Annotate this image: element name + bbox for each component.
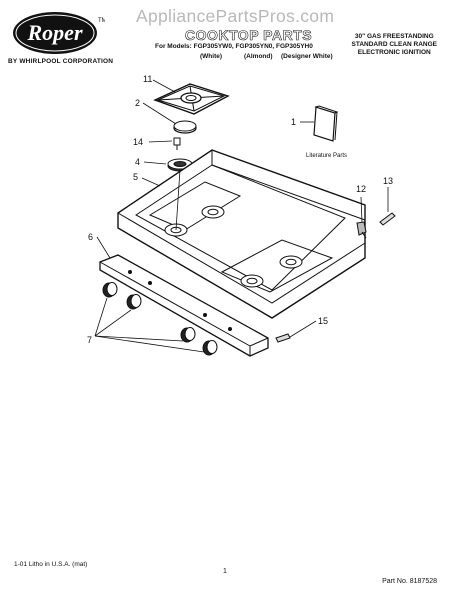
callout-4: 4 <box>135 157 140 167</box>
page-number: 1 <box>223 568 227 575</box>
callout-2: 2 <box>135 98 140 108</box>
description-line-2: STANDARD CLEAN RANGE <box>351 41 437 48</box>
burner-cap-top <box>173 120 197 132</box>
callout-11: 11 <box>143 74 152 84</box>
callout-5: 5 <box>133 172 138 182</box>
brand-name: Roper <box>27 20 83 45</box>
variant-almond: (Almond) <box>244 53 273 60</box>
burner-head <box>167 158 193 172</box>
callout-15: 15 <box>318 316 328 326</box>
callout-1: 1 <box>291 117 296 127</box>
models-line: For Models: FGP305YW0, FGP305YN0, FGP305… <box>155 43 313 50</box>
brand-subtitle: BY WHIRLPOOL CORPORATION <box>8 58 114 65</box>
manifold-panel <box>99 254 269 357</box>
site-watermark: AppliancePartsPros.com <box>136 6 335 26</box>
callout-13: 13 <box>383 176 393 186</box>
panel-fastener <box>275 333 291 343</box>
control-knob <box>180 327 196 343</box>
callout-6: 6 <box>88 232 93 242</box>
roper-logo: Roper TM <box>10 10 107 56</box>
literature-parts-label: Literature Parts <box>306 153 347 159</box>
spark-electrode <box>356 196 367 239</box>
callout-14: 14 <box>133 137 143 147</box>
callout-12: 12 <box>356 184 366 194</box>
control-knob <box>126 294 142 310</box>
control-knob <box>202 340 218 356</box>
range-description: 30" GAS FREESTANDING STANDARD CLEAN RANG… <box>352 33 437 57</box>
variant-designer-white: (Designer White) <box>281 53 333 60</box>
control-knobs <box>102 282 218 356</box>
igniter-screw <box>379 187 396 226</box>
control-knob <box>102 282 118 298</box>
variant-white: (White) <box>200 53 223 60</box>
callout-7: 7 <box>87 335 92 345</box>
page-title: COOKTOP PARTS <box>185 27 313 44</box>
description-line-1: 30" GAS FREESTANDING <box>354 33 434 40</box>
burner-grate <box>153 83 230 115</box>
literature-parts-booklet <box>313 105 339 142</box>
cooktop-panel <box>117 149 366 319</box>
trademark-mark: TM <box>98 18 105 24</box>
burner-orifice <box>173 137 181 150</box>
part-number: Part No. 8187528 <box>382 578 437 585</box>
description-line-3: ELECTRONIC IGNITION <box>357 49 431 56</box>
litho-note: 1-01 Litho in U.S.A. (mat) <box>14 561 88 568</box>
